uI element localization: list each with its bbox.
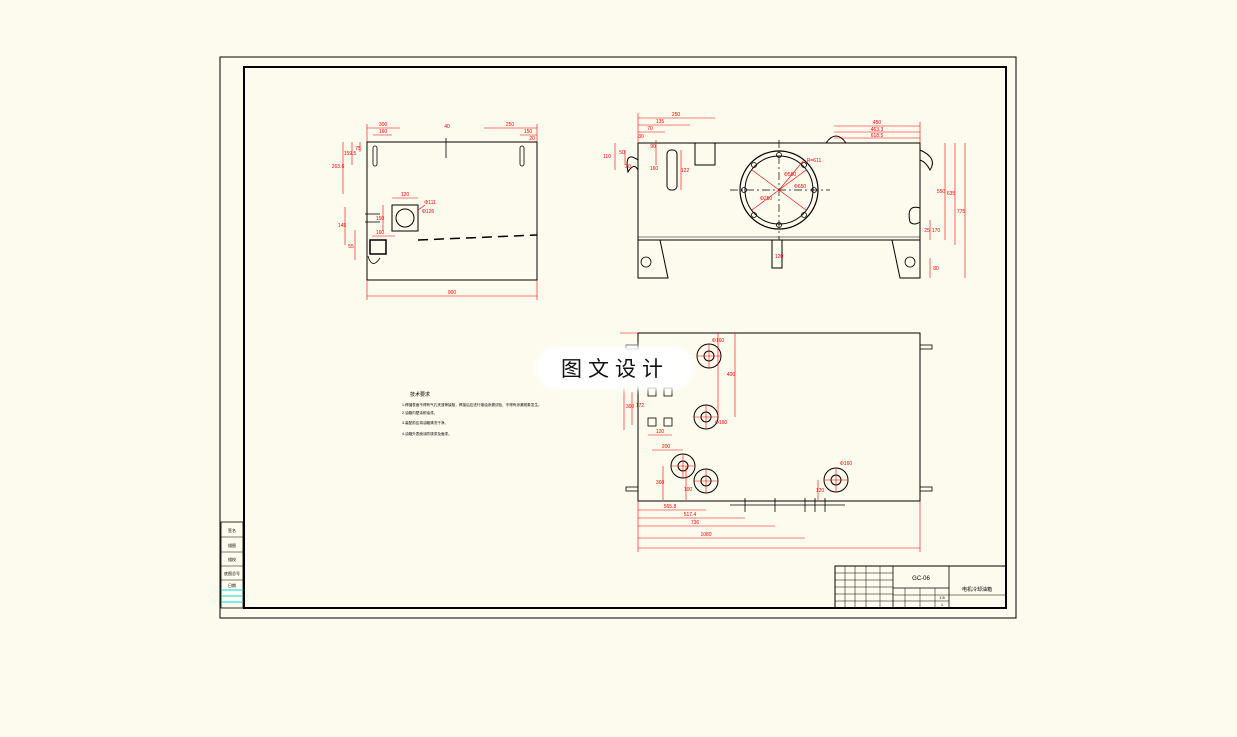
plan-dim-7: 360 xyxy=(656,480,665,486)
front-dim-8: 160 xyxy=(650,166,659,172)
side-dim-13: 150 xyxy=(376,216,385,222)
plan-dim-6: Φ160 xyxy=(715,420,728,426)
plan-dim-11: 200 xyxy=(662,444,671,450)
front-dim-22: 25 xyxy=(924,228,930,234)
front-view-left-leg xyxy=(637,239,669,279)
front-view-right-leg xyxy=(891,239,921,279)
stamp-row-2: 描图 xyxy=(228,542,236,548)
notes-title: 技术要求 xyxy=(410,391,430,398)
inner-frame xyxy=(243,66,1007,609)
front-dim-9: 20 xyxy=(625,164,631,170)
side-dim-6: 20 xyxy=(529,136,535,142)
front-dim-10: 122 xyxy=(681,168,690,174)
side-dim-17: 900 xyxy=(448,290,457,296)
side-dim-16: 55 xyxy=(348,244,354,250)
front-dim-6: 110 xyxy=(603,154,611,160)
plan-dim-13: 517.4 xyxy=(684,512,697,518)
plan-dim-3: 300 xyxy=(626,404,635,410)
technical-notes: 技术要求 1.焊缝表面不得有气孔夹渣等缺陷，焊接后应进行煤油渗漏试验，不得有渗漏… xyxy=(402,391,542,436)
plan-dim-2: 400 xyxy=(727,372,736,378)
side-dim-11: Φ111 xyxy=(424,200,436,206)
scale-value: 1:5 xyxy=(939,595,945,600)
front-dim-20: 775 xyxy=(957,209,966,215)
note-2: 2.油箱内壁涂耐油漆。 xyxy=(402,410,437,415)
front-dim-24: 120 xyxy=(775,254,784,260)
plan-dim-1: Φ160 xyxy=(712,338,725,344)
sheet-number: 1 xyxy=(941,602,944,607)
plan-dim-9: Φ160 xyxy=(840,461,853,467)
front-dim-7: 50 xyxy=(619,150,625,156)
side-dim-4: 250 xyxy=(506,122,515,128)
front-dim-11: 450 xyxy=(873,120,882,126)
plan-dim-10: 120 xyxy=(816,488,825,494)
plan-dim-12: 565.8 xyxy=(664,504,677,510)
plan-view: Φ160 400 300 172 120 Φ160 360 100 Φ160 1… xyxy=(620,332,933,552)
side-dim-1: 300 xyxy=(379,122,388,128)
note-4: 4.油箱外表面涂防锈漆及面漆。 xyxy=(402,431,452,436)
side-view: 300 160 40 250 150 20 159.5 263.6 75 120… xyxy=(332,122,538,300)
plan-dim-5: 120 xyxy=(656,429,665,435)
front-dim-16: Φ550 xyxy=(784,172,797,178)
side-dim-15: 145 xyxy=(338,223,347,229)
front-dim-4: 30 xyxy=(638,134,644,140)
front-view: 250 135 70 30 90 110 50 160 20 122 450 4… xyxy=(603,112,966,279)
note-1: 1.焊缝表面不得有气孔夹渣等缺陷，焊接后应进行煤油渗漏试验，不得有渗漏现象发生。 xyxy=(402,402,542,407)
front-dim-23: 80 xyxy=(933,266,939,272)
plan-dim-14: 736 xyxy=(691,520,700,526)
front-dim-5: 90 xyxy=(650,144,656,150)
front-dim-12: 463.3 xyxy=(871,127,884,133)
front-dim-14: R=611 xyxy=(807,158,822,164)
front-dim-3: 70 xyxy=(647,126,653,132)
side-dim-5: 150 xyxy=(524,129,533,135)
plan-dim-15: 1080 xyxy=(700,532,711,538)
plan-dim-8: 100 xyxy=(684,487,693,493)
side-view-body xyxy=(366,141,538,281)
plan-dim-4: 172 xyxy=(636,403,645,409)
stamp-row-1: 签名 xyxy=(228,527,236,533)
front-dim-17: Φ250 xyxy=(760,196,773,202)
outer-border xyxy=(219,56,1017,619)
front-dim-21: 170 xyxy=(932,228,941,234)
side-dim-7: 159.5 xyxy=(344,151,357,157)
front-dim-15: Φ650 xyxy=(794,184,807,190)
side-dim-2: 160 xyxy=(379,129,388,135)
left-stamp-block: 签名 描图 描校 底图总号 日期 xyxy=(220,521,244,609)
part-code: GC-06 xyxy=(912,576,930,582)
side-view-flange xyxy=(391,204,419,232)
title-block: GC-06 电机冷却油箱 1:5 1 xyxy=(834,565,1007,609)
side-dim-14: 160 xyxy=(376,230,385,236)
front-dim-19: 635 xyxy=(947,191,956,197)
note-3: 3.装配前应将油箱清洗干净。 xyxy=(402,420,448,425)
side-dim-10: 120 xyxy=(401,192,410,198)
side-dim-8: 263.6 xyxy=(332,164,345,170)
side-dim-12: Φ126 xyxy=(422,209,435,215)
watermark: 图文设计 xyxy=(540,350,690,386)
side-dim-9: 75 xyxy=(355,146,361,152)
front-dim-13: 618.5 xyxy=(871,133,884,139)
part-name: 电机冷却油箱 xyxy=(962,586,992,593)
stamp-row-3: 描校 xyxy=(228,556,236,562)
front-dim-1: 250 xyxy=(672,112,681,118)
stamp-row-4: 底图总号 xyxy=(224,570,240,576)
plan-view-body xyxy=(637,332,921,502)
side-dim-3: 40 xyxy=(444,124,450,130)
front-dim-2: 135 xyxy=(656,119,665,125)
stamp-row-5: 日期 xyxy=(228,582,236,588)
front-dim-18: 550 xyxy=(937,189,946,195)
